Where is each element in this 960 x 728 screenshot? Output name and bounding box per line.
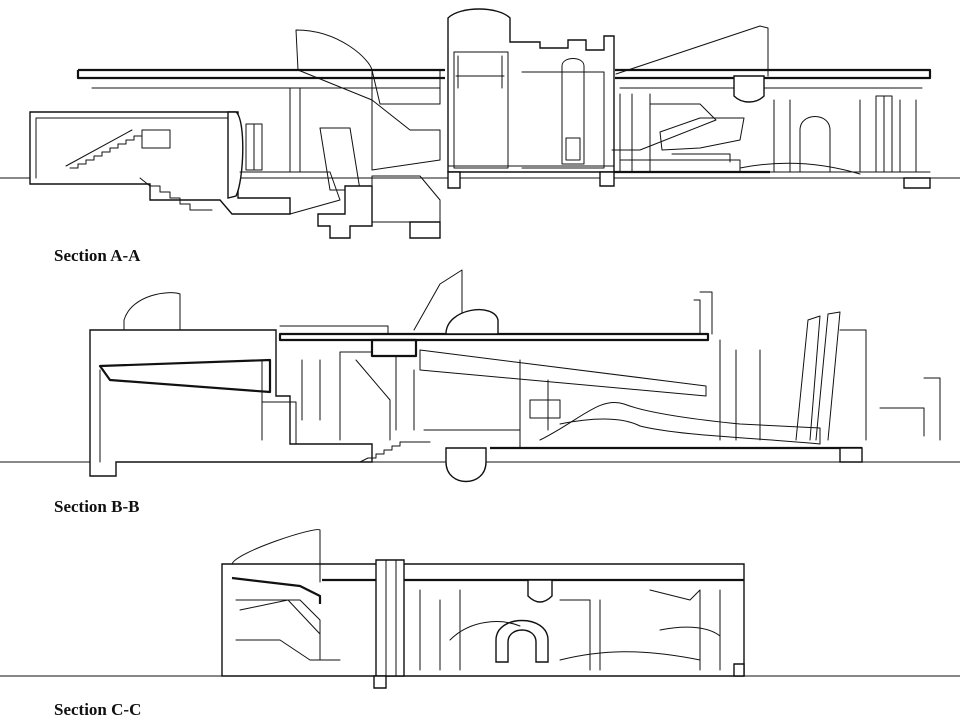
- section-a-label: Section A-A: [54, 246, 141, 265]
- section-c-drawing: [0, 529, 960, 689]
- section-a-drawing: [0, 8, 960, 239]
- section-a-left-wing: [29, 111, 291, 215]
- section-c-undulating-floor: [449, 621, 701, 661]
- section-b-drawing: [0, 269, 960, 483]
- section-b-right-ribbons: [795, 311, 841, 441]
- section-a-central-tower: [447, 8, 615, 173]
- section-a-stair: [69, 131, 143, 169]
- section-b-label: Section B-B: [54, 497, 140, 516]
- section-c-label: Section C-C: [54, 700, 142, 719]
- section-b-stair: [359, 441, 431, 463]
- section-b-roof: [278, 332, 710, 342]
- section-a-right-wing: [615, 25, 769, 77]
